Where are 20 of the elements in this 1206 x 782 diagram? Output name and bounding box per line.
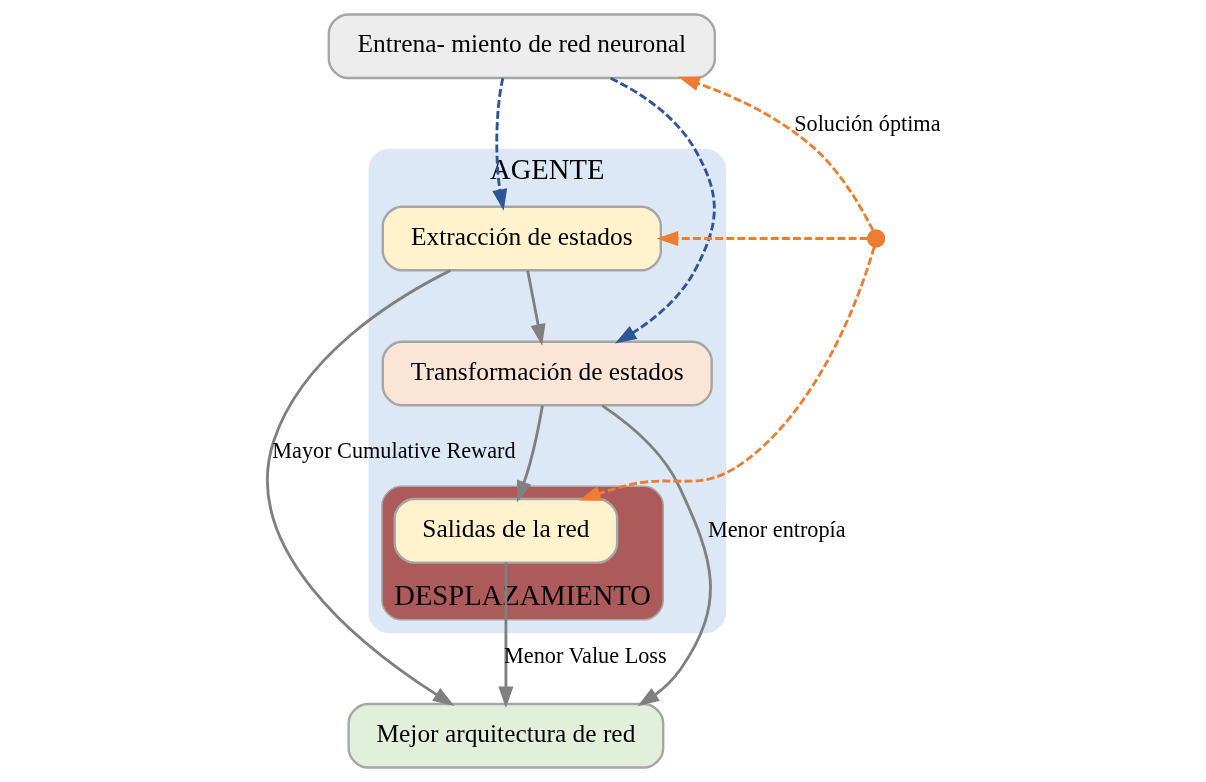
edge-label: Menor Value Loss [503, 642, 667, 668]
arrow [578, 246, 876, 501]
arrow [516, 405, 544, 503]
node-box: Entrena- miento de red neuronal [327, 13, 716, 80]
arrow [525, 270, 545, 346]
node-box: Transformación de estados [381, 340, 713, 407]
arrow [491, 77, 507, 211]
arrow [266, 269, 454, 706]
node-circle [866, 229, 885, 248]
arrow [656, 230, 868, 247]
node-box: Salidas de la red [393, 497, 618, 564]
node-box: Mejor arquitectura de red [346, 702, 664, 769]
edge-label: Solución óptima [793, 110, 941, 136]
arrow [609, 76, 716, 344]
edge-label: Menor entropía [707, 516, 846, 542]
arrow [497, 562, 513, 709]
arrow [677, 76, 874, 232]
arrow [600, 404, 712, 707]
node-box: Extracción de estados [381, 205, 662, 272]
edge-label: Mayor Cumulative Reward [271, 438, 516, 464]
